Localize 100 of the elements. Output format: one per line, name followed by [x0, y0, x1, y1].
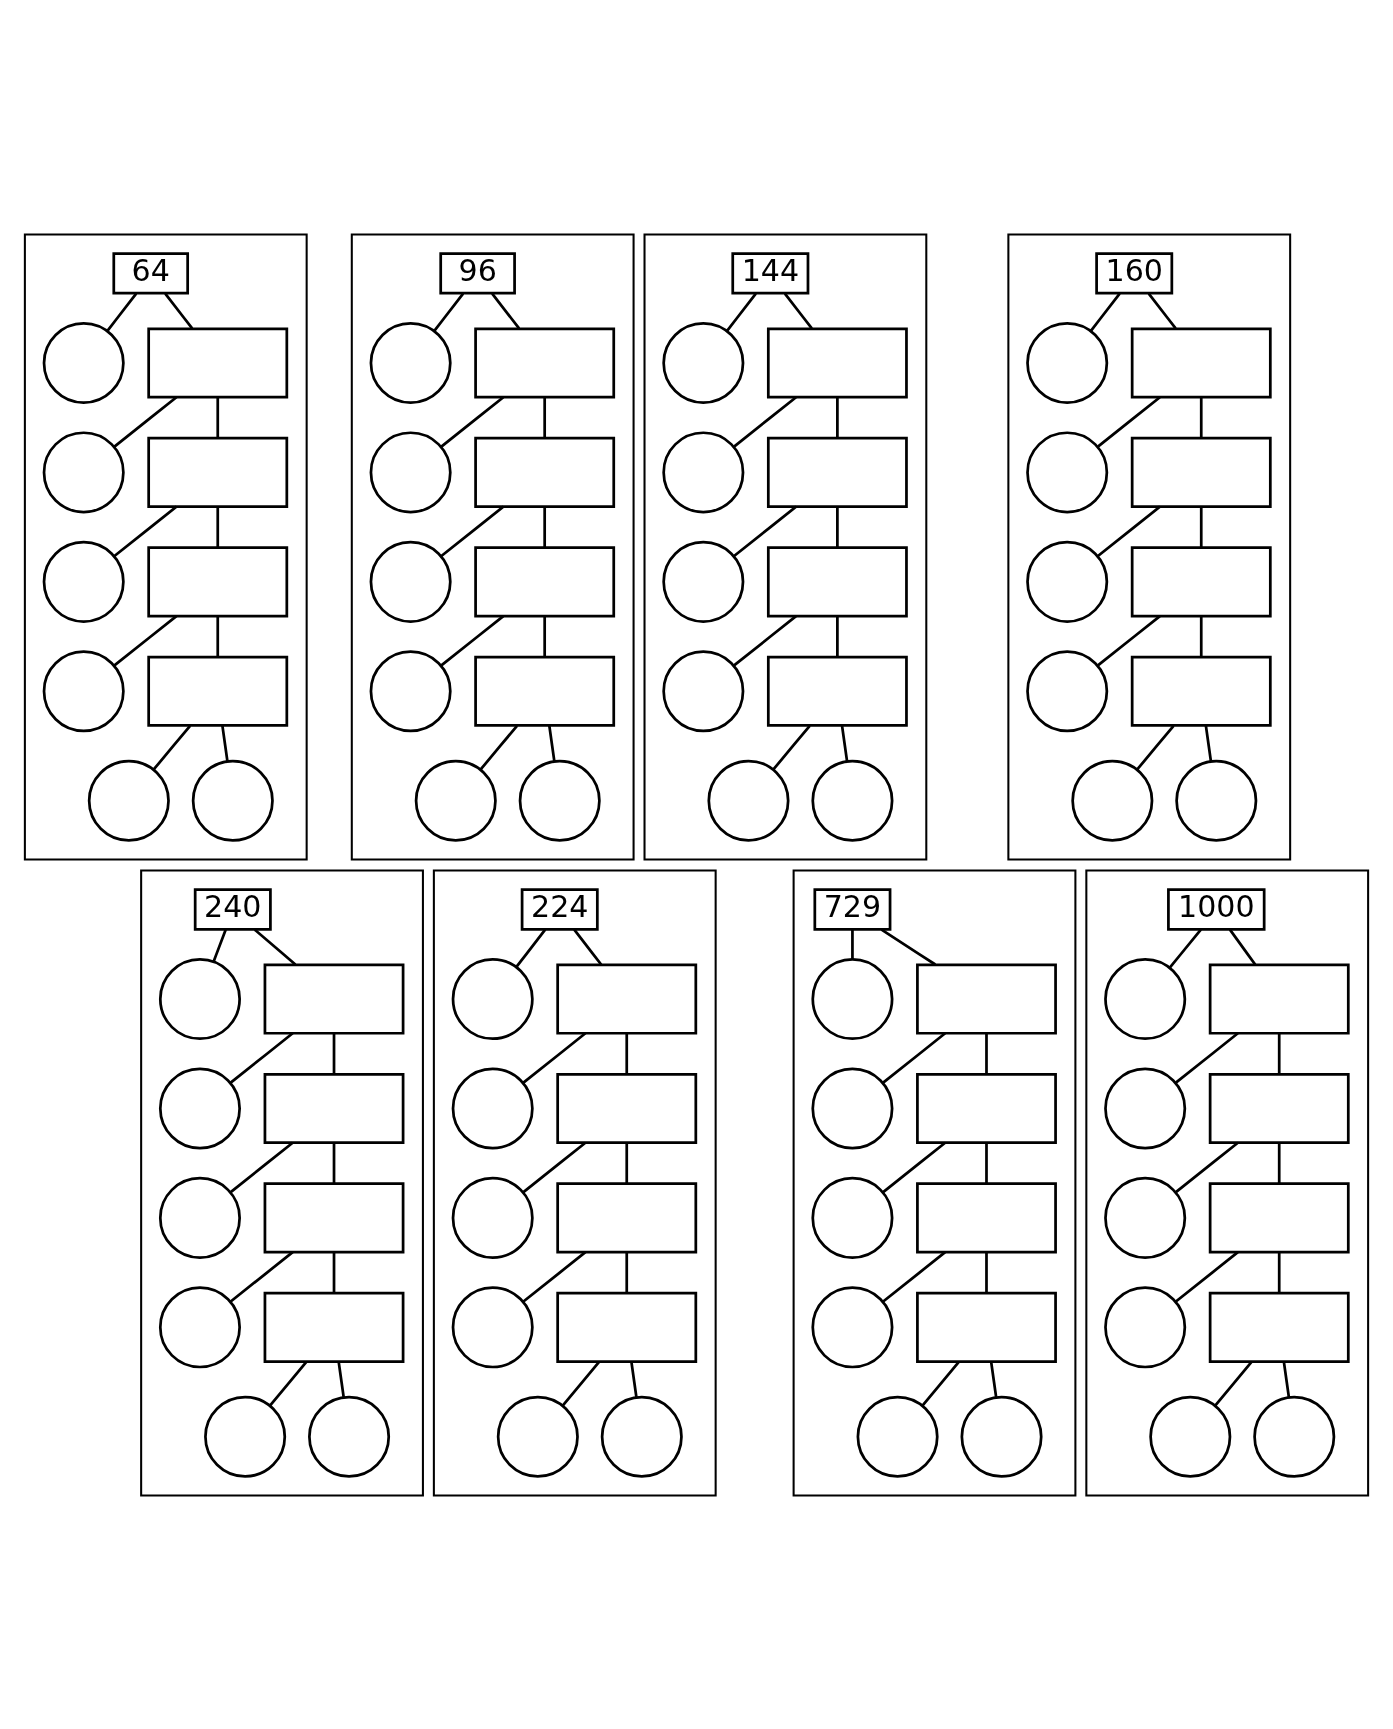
node-circle	[1104, 1066, 1187, 1149]
node-box	[556, 1181, 698, 1253]
cluster	[643, 232, 928, 861]
node-box	[916, 1072, 1057, 1144]
connector	[440, 395, 505, 448]
node-circle	[1026, 540, 1109, 623]
cluster	[1007, 232, 1292, 861]
connector	[433, 292, 465, 332]
connector	[1204, 725, 1213, 762]
connector	[1097, 614, 1161, 666]
node-box	[556, 1291, 698, 1363]
node-circle	[811, 759, 894, 842]
connector	[1199, 506, 1203, 547]
node-box	[263, 963, 405, 1035]
connector	[479, 724, 519, 770]
node-circle	[518, 759, 601, 842]
node-box	[147, 436, 289, 508]
connector	[1282, 1361, 1291, 1398]
node-box	[263, 1291, 405, 1363]
node-circle	[451, 1285, 534, 1368]
connector	[337, 1361, 346, 1398]
node-circle	[369, 321, 452, 404]
connector	[548, 725, 556, 762]
node-box: 224	[520, 887, 599, 931]
cluster	[140, 868, 424, 1497]
connector	[216, 506, 220, 547]
connector	[522, 1141, 587, 1193]
connector	[515, 928, 547, 968]
node-box	[263, 1181, 405, 1253]
connector	[332, 1033, 336, 1074]
connector	[113, 395, 178, 448]
node-box	[474, 655, 616, 727]
connector	[1175, 1250, 1239, 1303]
connector	[440, 614, 505, 666]
connector	[543, 397, 547, 438]
node-circle	[42, 540, 125, 623]
connector	[1277, 1033, 1281, 1074]
node-circle	[1026, 321, 1109, 404]
node-circle	[662, 649, 745, 732]
connector	[561, 1360, 601, 1406]
connector	[772, 724, 811, 770]
connector	[733, 505, 797, 557]
connector	[985, 1251, 988, 1293]
connector	[836, 397, 839, 438]
connector	[522, 1031, 587, 1084]
node-circle	[158, 1066, 241, 1149]
node-circle	[662, 540, 745, 623]
connector	[882, 1141, 947, 1193]
node-circle	[1149, 1395, 1232, 1478]
node-circle	[811, 1285, 894, 1368]
connector	[113, 614, 178, 666]
node-box: 160	[1095, 251, 1174, 295]
connector	[1175, 1141, 1239, 1193]
connector	[733, 395, 797, 448]
connector	[216, 397, 220, 438]
node-circle	[1104, 957, 1187, 1040]
node-box	[556, 963, 698, 1035]
node-box	[1208, 963, 1350, 1035]
node-circle	[451, 1176, 534, 1259]
node-circle	[662, 321, 745, 404]
node-box	[474, 326, 616, 399]
node-box	[766, 655, 908, 727]
connector	[491, 292, 521, 329]
connector	[840, 725, 849, 762]
connector	[882, 1031, 947, 1084]
node-box: 144	[731, 251, 810, 295]
node-box	[916, 1181, 1057, 1253]
node-circle	[451, 1066, 534, 1149]
connector	[882, 1250, 947, 1303]
node-circle	[369, 540, 452, 623]
node-box: 64	[112, 251, 189, 295]
node-circle	[204, 1395, 287, 1478]
node-circle	[1026, 649, 1109, 732]
cluster	[350, 232, 635, 861]
node-box	[263, 1072, 405, 1144]
node-circle	[1026, 430, 1109, 513]
node-box	[1130, 436, 1272, 508]
node-circle	[1253, 1395, 1336, 1478]
connector	[625, 1251, 629, 1293]
connector	[985, 1142, 988, 1183]
connector	[1089, 292, 1121, 332]
node-box: 729	[813, 887, 892, 931]
connector	[851, 929, 854, 959]
connector	[1175, 1031, 1239, 1084]
connector	[921, 1360, 960, 1406]
node-circle	[811, 1066, 894, 1149]
connector	[726, 292, 757, 332]
connector	[1097, 505, 1161, 557]
connector	[989, 1361, 998, 1398]
connector	[733, 614, 797, 666]
node-box: 240	[193, 887, 272, 931]
connector	[1214, 1360, 1253, 1406]
connector	[630, 1361, 638, 1398]
connector	[625, 1033, 629, 1074]
cluster	[23, 232, 308, 861]
cluster	[792, 868, 1077, 1497]
node-circle	[308, 1395, 391, 1478]
connector	[229, 1141, 294, 1193]
node-circle	[158, 1285, 241, 1368]
connector	[106, 292, 138, 332]
